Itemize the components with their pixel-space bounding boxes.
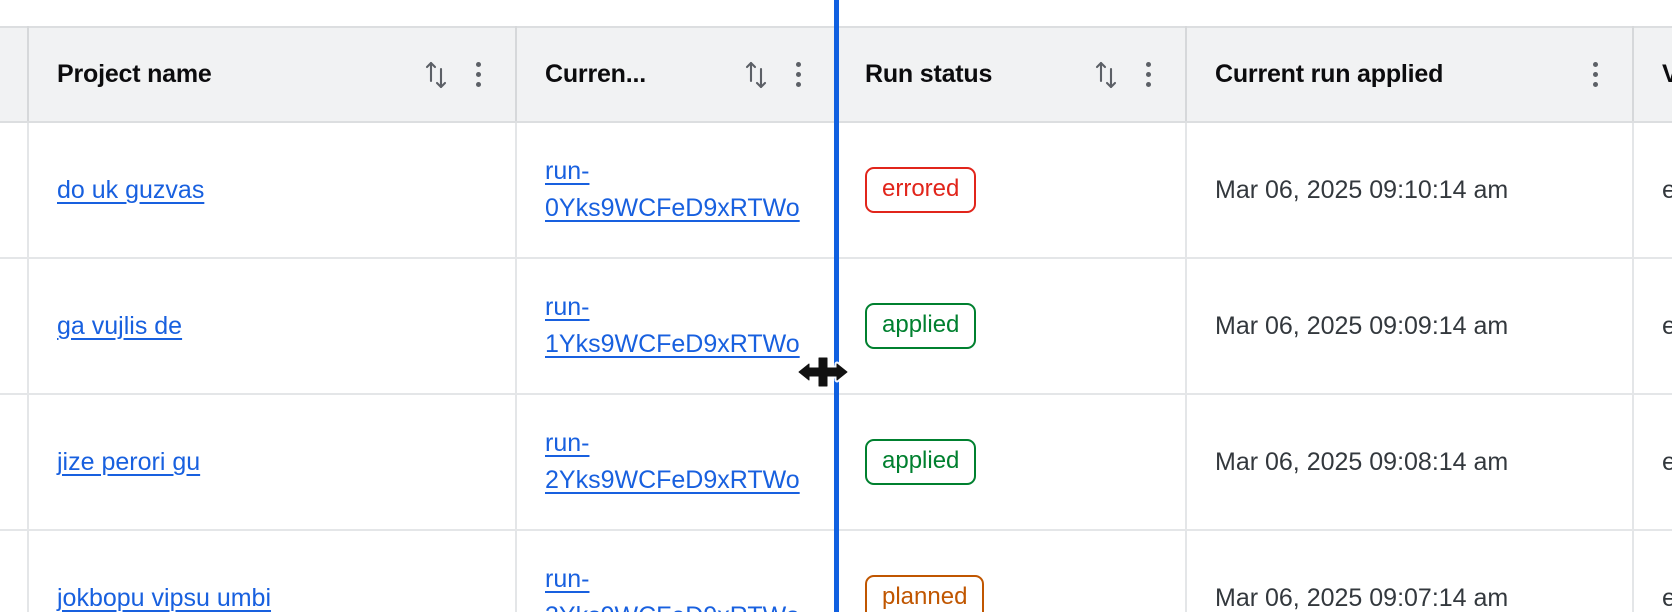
cell-current-run: run-3Yks9WCFeD9xRTWo bbox=[516, 530, 837, 612]
column-header-vcs[interactable]: V bbox=[1633, 26, 1672, 123]
table-header-row: Project name bbox=[0, 26, 1672, 123]
row-select-cell[interactable] bbox=[0, 394, 29, 531]
table-row[interactable]: ga vujlis de run-1Yks9WCFeD9xRTWo applie… bbox=[0, 258, 1672, 395]
project-name-link[interactable]: do uk guzvas bbox=[57, 175, 205, 204]
cell-project-name: ga vujlis de bbox=[28, 258, 517, 395]
column-header-vcs-label: V bbox=[1662, 60, 1672, 89]
applied-timestamp: Mar 06, 2025 09:09:14 am bbox=[1215, 311, 1509, 340]
table-row[interactable]: jokbopu vipsu umbi run-3Yks9WCFeD9xRTWo … bbox=[0, 530, 1672, 612]
vcs-value: e bbox=[1662, 311, 1672, 340]
projects-table: Project name bbox=[0, 26, 1672, 612]
applied-timestamp: Mar 06, 2025 09:08:14 am bbox=[1215, 447, 1509, 476]
status-badge: errored bbox=[865, 166, 977, 214]
status-badge: applied bbox=[865, 302, 977, 350]
column-header-run-status[interactable]: Run status bbox=[836, 26, 1187, 123]
kebab-menu-icon[interactable] bbox=[1127, 54, 1169, 96]
table-header: Project name bbox=[0, 26, 1672, 123]
row-select-cell[interactable] bbox=[0, 122, 29, 259]
current-run-link[interactable]: run-2Yks9WCFeD9xRTWo bbox=[545, 428, 800, 495]
applied-timestamp: Mar 06, 2025 09:07:14 am bbox=[1215, 583, 1509, 612]
cell-current-run-applied: Mar 06, 2025 09:07:14 am bbox=[1186, 530, 1634, 612]
current-run-link[interactable]: run-1Yks9WCFeD9xRTWo bbox=[545, 292, 800, 359]
row-select-cell[interactable] bbox=[0, 530, 29, 612]
column-header-current-run-label: Curren... bbox=[545, 60, 646, 88]
cell-current-run-applied: Mar 06, 2025 09:08:14 am bbox=[1186, 394, 1634, 531]
cell-project-name: do uk guzvas bbox=[28, 122, 517, 259]
cell-run-status: applied bbox=[836, 394, 1187, 531]
project-name-link[interactable]: ga vujlis de bbox=[57, 311, 183, 340]
status-badge: applied bbox=[865, 438, 977, 486]
status-badge: planned bbox=[865, 574, 985, 612]
sort-arrows-icon[interactable] bbox=[735, 54, 777, 96]
column-header-select[interactable] bbox=[0, 26, 29, 123]
vcs-value: e bbox=[1662, 583, 1672, 612]
column-header-current-run-applied-label: Current run applied bbox=[1215, 60, 1444, 88]
vcs-value: e bbox=[1662, 447, 1672, 476]
cell-vcs: e bbox=[1633, 530, 1672, 612]
cell-current-run-applied: Mar 06, 2025 09:09:14 am bbox=[1186, 258, 1634, 395]
table-row[interactable]: do uk guzvas run-0Yks9WCFeD9xRTWo errore… bbox=[0, 122, 1672, 259]
project-name-link[interactable]: jize perori gu bbox=[57, 447, 201, 476]
column-header-project-name[interactable]: Project name bbox=[28, 26, 517, 123]
projects-table-container: Project name bbox=[0, 26, 1672, 612]
sort-arrows-icon[interactable] bbox=[415, 54, 457, 96]
table-row[interactable]: jize perori gu run-2Yks9WCFeD9xRTWo appl… bbox=[0, 394, 1672, 531]
applied-timestamp: Mar 06, 2025 09:10:14 am bbox=[1215, 175, 1509, 204]
column-header-current-run-applied[interactable]: Current run applied bbox=[1186, 26, 1634, 123]
project-name-link[interactable]: jokbopu vipsu umbi bbox=[57, 583, 272, 612]
kebab-menu-icon[interactable] bbox=[777, 54, 819, 96]
cell-vcs: e bbox=[1633, 122, 1672, 259]
current-run-link[interactable]: run-3Yks9WCFeD9xRTWo bbox=[545, 564, 800, 612]
cell-current-run: run-0Yks9WCFeD9xRTWo bbox=[516, 122, 837, 259]
cell-vcs: e bbox=[1633, 258, 1672, 395]
cell-vcs: e bbox=[1633, 394, 1672, 531]
current-run-link[interactable]: run-0Yks9WCFeD9xRTWo bbox=[545, 156, 800, 223]
column-header-current-run[interactable]: Curren... bbox=[516, 26, 837, 123]
column-header-project-name-label: Project name bbox=[57, 60, 212, 88]
table-body: do uk guzvas run-0Yks9WCFeD9xRTWo errore… bbox=[0, 122, 1672, 612]
row-select-cell[interactable] bbox=[0, 258, 29, 395]
cell-run-status: applied bbox=[836, 258, 1187, 395]
sort-arrows-icon[interactable] bbox=[1085, 54, 1127, 96]
vcs-value: e bbox=[1662, 175, 1672, 204]
kebab-menu-icon[interactable] bbox=[1574, 54, 1616, 96]
cell-run-status: errored bbox=[836, 122, 1187, 259]
cell-current-run: run-2Yks9WCFeD9xRTWo bbox=[516, 394, 837, 531]
kebab-menu-icon[interactable] bbox=[457, 54, 499, 96]
cell-run-status: planned bbox=[836, 530, 1187, 612]
cell-current-run: run-1Yks9WCFeD9xRTWo bbox=[516, 258, 837, 395]
cell-current-run-applied: Mar 06, 2025 09:10:14 am bbox=[1186, 122, 1634, 259]
column-header-run-status-label: Run status bbox=[865, 60, 993, 88]
cell-project-name: jize perori gu bbox=[28, 394, 517, 531]
cell-project-name: jokbopu vipsu umbi bbox=[28, 530, 517, 612]
